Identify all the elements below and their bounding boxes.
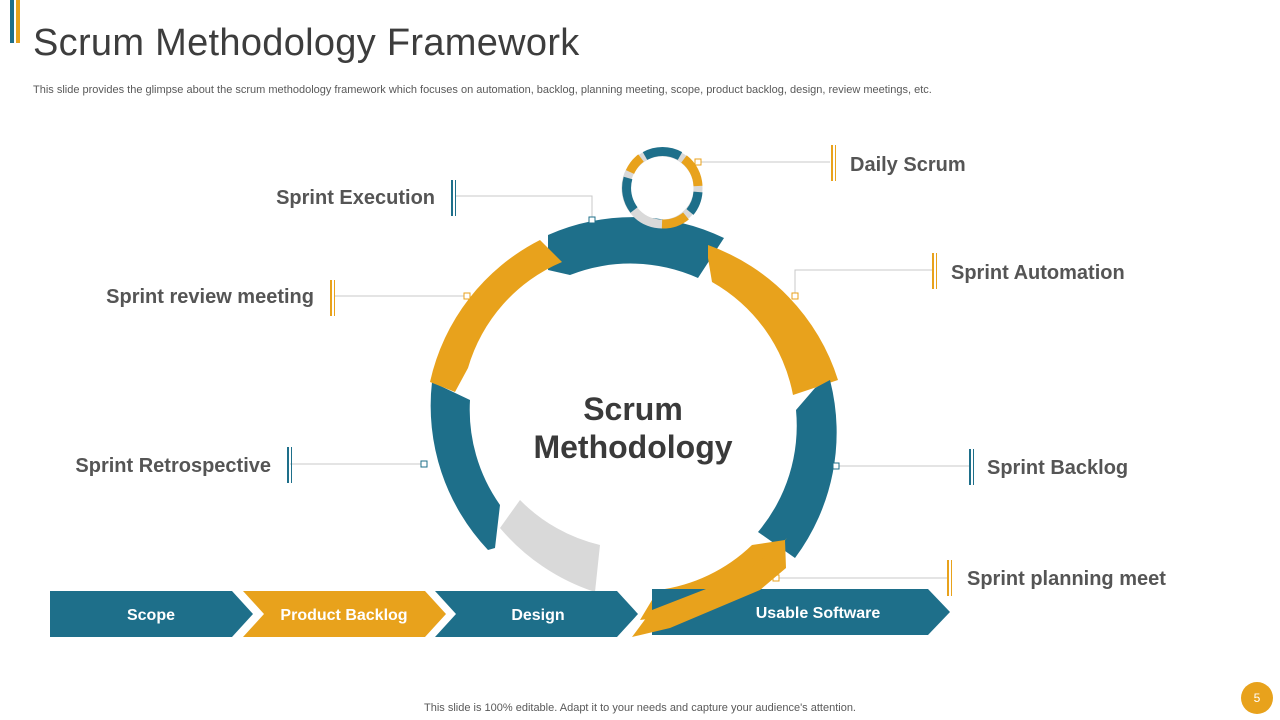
label-sprint-review: Sprint review meeting [106,286,314,308]
accent-bar-teal [10,0,14,43]
footer-note: This slide is 100% editable. Adapt it to… [424,702,856,714]
flow-label-usable-software: Usable Software [756,605,881,622]
label-sprint-automation: Sprint Automation [951,262,1125,284]
gray-arc-segment [500,500,600,592]
label-sprint-execution: Sprint Execution [276,187,435,209]
label-sprint-backlog: Sprint Backlog [987,457,1128,479]
label-sprint-retrospective: Sprint Retrospective [75,455,271,477]
daily-ring-seg-top-teal [642,146,683,161]
connector-lines [290,161,970,579]
flow-chevron-product-backlog [243,591,446,637]
cycle-segment-execution [548,217,724,278]
page-title: Scrum Methodology Framework [33,22,580,64]
flow-chevron-design [435,591,638,637]
page-number-badge: 5 [1241,682,1273,714]
daily-ring-seg-left-orange [625,154,644,175]
flow-label-scope: Scope [127,607,175,624]
daily-ring-seg-right-teal [686,191,703,215]
center-label-line2: Methodology [533,429,732,465]
flow-label-product-backlog: Product Backlog [280,607,407,624]
center-label-line1: Scrum [583,391,683,427]
cycle-segment-review [430,240,562,392]
cycle-segment-backlog [758,380,837,558]
connector-dots [420,158,840,582]
accent-bar-orange [16,0,20,43]
daily-ring-seg-bottom-orange [661,212,689,229]
page-subtitle: This slide provides the glimpse about th… [33,84,932,96]
label-sprint-planning: Sprint planning meet [967,568,1166,590]
flow-label-design: Design [511,607,564,624]
flow-arrow-overlap [632,540,786,637]
label-tick-bars [287,145,974,596]
cycle-segment-retrospective [430,382,500,550]
label-daily-scrum: Daily Scrum [850,154,966,176]
cycle-segment-automation [708,245,838,395]
flow-chevron-scope [50,591,253,637]
daily-ring-seg-left-teal [622,176,638,213]
daily-ring-seg-right-orange [681,155,703,187]
